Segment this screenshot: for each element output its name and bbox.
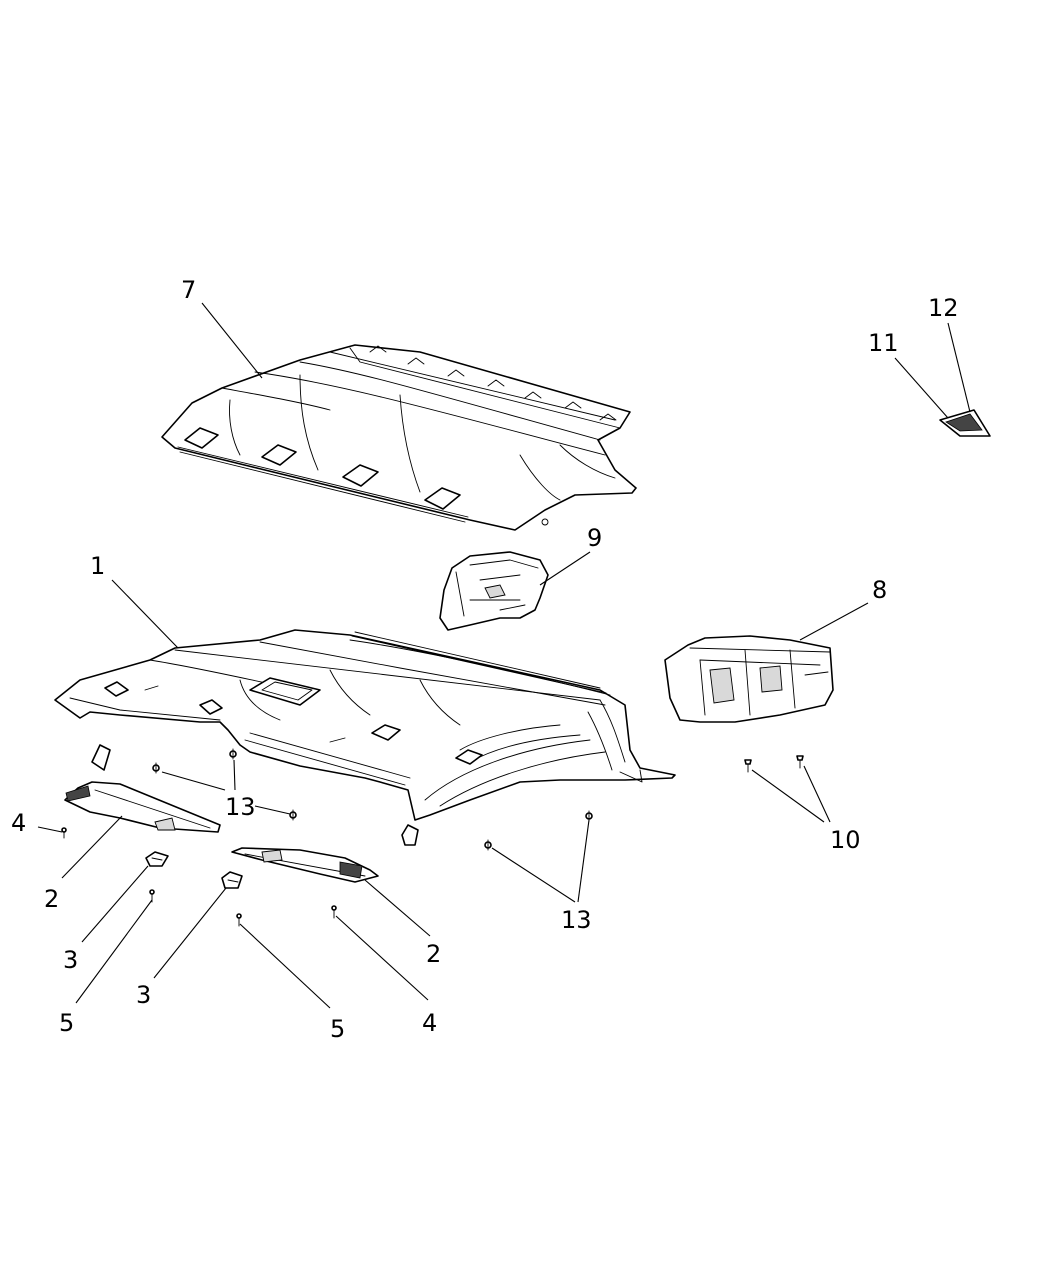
callout-4-left: 4 — [11, 809, 26, 837]
coat-hook-left — [91, 744, 111, 771]
part-4-screw-left — [61, 827, 67, 839]
part-13-clip-5 — [585, 810, 593, 822]
part-2-sun-visor-left — [64, 781, 221, 833]
callout-10: 10 — [830, 826, 861, 854]
callout-labels: 7 12 11 9 1 8 13 4 10 2 13 2 3 3 5 4 5 — [11, 276, 959, 1043]
callout-12: 12 — [928, 294, 959, 322]
callout-7: 7 — [181, 276, 196, 304]
callout-9: 9 — [587, 524, 602, 552]
callout-13-lower: 13 — [561, 906, 592, 934]
fasteners — [61, 748, 804, 927]
part-11-12-lamp — [939, 409, 991, 437]
callout-1: 1 — [90, 552, 105, 580]
part-13-clip-1 — [152, 762, 160, 774]
part-13-clip-2 — [229, 748, 237, 760]
part-8-trim-assembly — [664, 635, 834, 723]
part-13-clip-4 — [484, 839, 492, 851]
part-2-sun-visor-right — [231, 847, 379, 883]
part-10-fastener-right — [796, 755, 804, 769]
callout-3-right: 3 — [136, 981, 151, 1009]
callout-5-right: 5 — [330, 1015, 345, 1043]
callout-3-left: 3 — [63, 946, 78, 974]
part-13-clip-3 — [289, 809, 297, 821]
callout-11: 11 — [868, 329, 899, 357]
part-7-headliner-panel — [161, 344, 637, 531]
leader-lines — [37, 302, 971, 1009]
callout-13-upper: 13 — [225, 793, 256, 821]
part-1-headliner — [54, 629, 676, 821]
callout-5-left: 5 — [59, 1009, 74, 1037]
callout-2-right: 2 — [426, 940, 441, 968]
part-3-visor-clip-right — [221, 871, 243, 889]
part-5-screw-right — [236, 913, 242, 927]
part-9-trim-panel — [439, 551, 549, 631]
coat-hook-right — [401, 824, 419, 846]
callout-4-right: 4 — [422, 1009, 437, 1037]
part-4-screw-right — [331, 905, 337, 919]
part-3-visor-clip-left — [145, 851, 169, 867]
part-10-fastener-left — [744, 759, 752, 773]
callout-2-left: 2 — [44, 885, 59, 913]
callout-8: 8 — [872, 576, 887, 604]
